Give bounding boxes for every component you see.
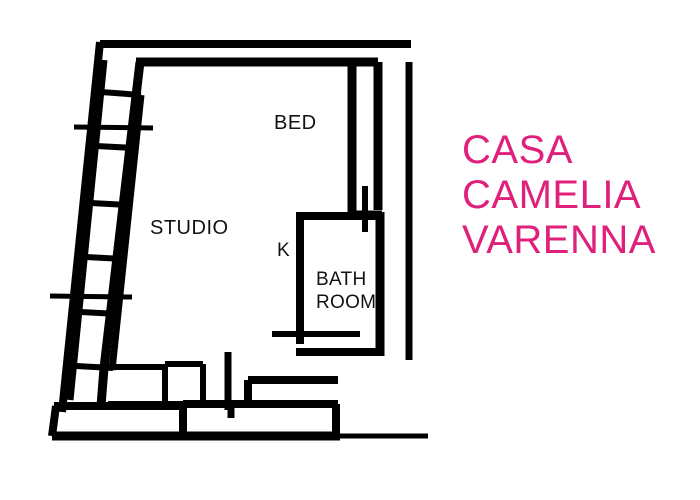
title-line-1: CASA [462, 128, 573, 172]
outer-wall-envelope [52, 41, 428, 441]
room-label-bathroom-line2: ROOM [316, 292, 376, 313]
room-label-kitchen: K [277, 240, 290, 261]
title-block: CASA CAMELIA VARENNA [462, 128, 692, 263]
bathroom-enclosure [272, 212, 385, 356]
room-label-bed: BED [274, 112, 317, 134]
window-marker-lower [49, 293, 133, 300]
room-label-studio: STUDIO [150, 217, 229, 239]
bed-room-partition [347, 62, 383, 232]
title-line-3: VARENNA [462, 218, 656, 262]
staircase [66, 59, 145, 401]
room-label-bathroom-line1: BATH [316, 269, 366, 290]
terrace [48, 376, 340, 437]
entry-door-stub [224, 352, 235, 418]
window-marker-upper [73, 124, 154, 131]
lower-closets [108, 361, 206, 407]
title-line-2: CAMELIA [462, 173, 642, 217]
interior-wall-shell [96, 57, 378, 407]
